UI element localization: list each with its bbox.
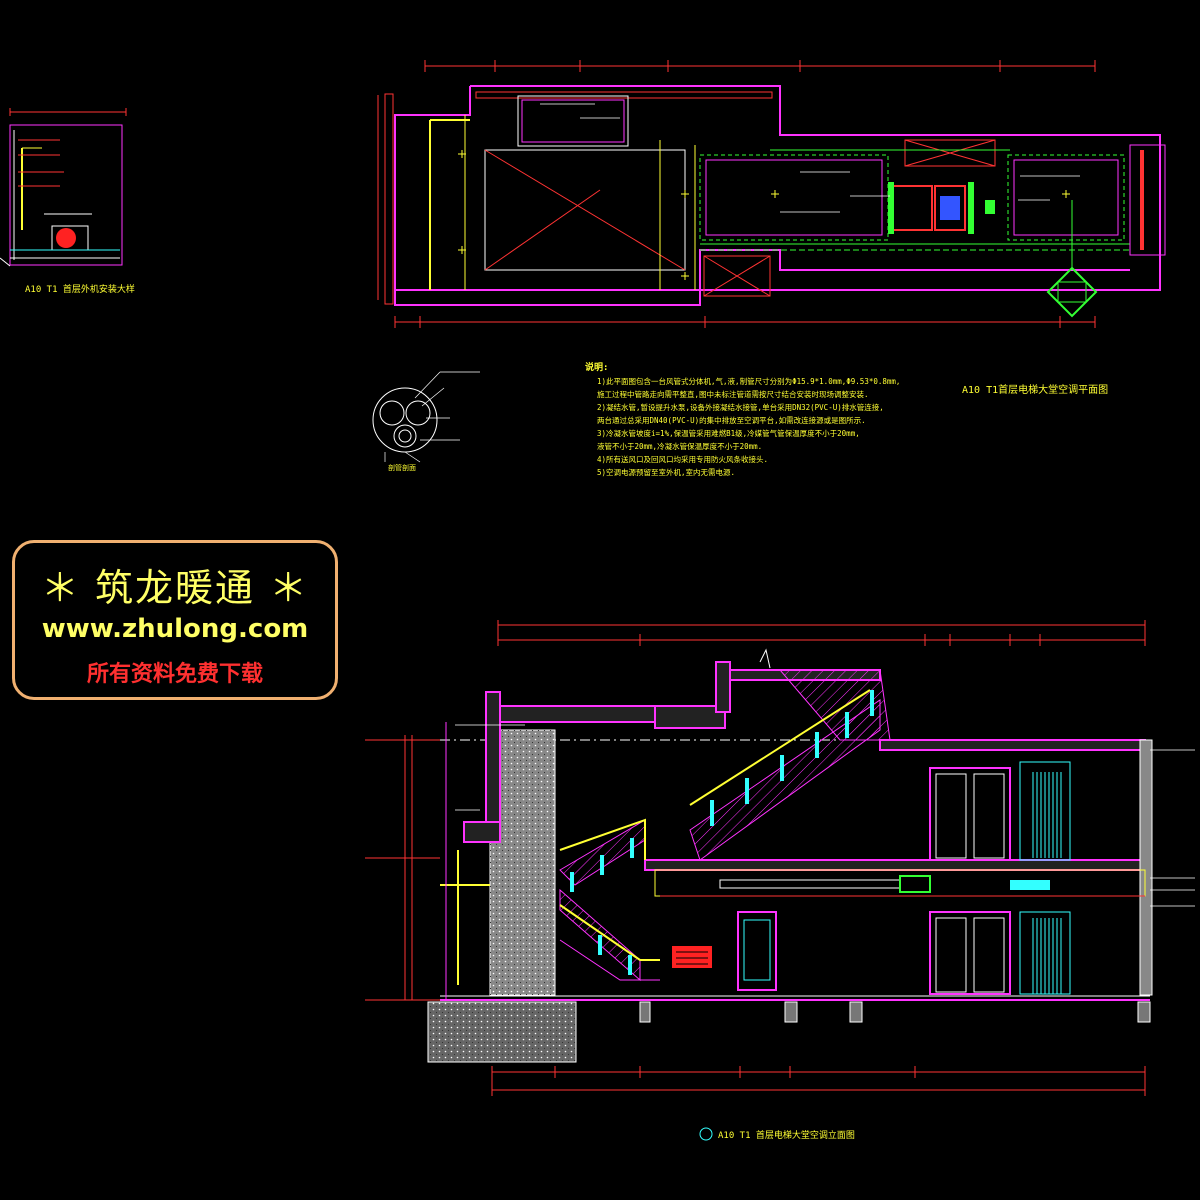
detail-caption: A10 T1 首层外机安装大样 xyxy=(25,283,135,295)
plan-caption: A10 T1首层电梯大堂空调平面图 xyxy=(962,383,1108,396)
note-line: 2)凝结水管,暂设提升水泵,设备外接凝结水接管,单台采用DN32(PVC-U)排… xyxy=(597,402,884,412)
notes-block: 说明: 1)此平面图包含一台风管式分体机,气,液,制管尺寸分别为Φ15.9*1.… xyxy=(585,361,900,477)
note-line: 液管不小于20mm,冷凝水管保温厚度不小于20mm. xyxy=(597,441,762,451)
elevation-caption: A10 T1 首层电梯大堂空调立面图 xyxy=(718,1129,855,1141)
note-line: 1)此平面图包含一台风管式分体机,气,液,制管尺寸分别为Φ15.9*1.0mm,… xyxy=(597,376,900,386)
notes-title: 说明: xyxy=(585,361,608,373)
outdoor-unit-detail xyxy=(0,108,127,267)
lobby-plan xyxy=(377,60,1166,328)
note-line: 3)冷凝水管坡度i=1%,保温管采用难燃B1级,冷媒管气管保温厚度不小于20mm… xyxy=(597,428,860,438)
lobby-elevation xyxy=(365,620,1195,1141)
watermark-box: ＊ 筑龙暖通 ＊ www.zhulong.com 所有资料免费下载 xyxy=(12,540,338,700)
watermark-url[interactable]: www.zhulong.com xyxy=(41,614,309,644)
note-line: 两台通过总采用DN40(PVC-U)的集中排放至空调平台,如需改连接源或是图所示… xyxy=(597,415,866,425)
watermark-title: ＊ 筑龙暖通 ＊ xyxy=(40,566,310,610)
note-line: 5)空调电源预留至室外机,室内无需电源. xyxy=(597,467,735,477)
note-line: 施工过程中管路走向需平整直,图中未标注管道需按尺寸结合安装时现场调整安装. xyxy=(597,389,869,399)
watermark-subtitle: 所有资料免费下载 xyxy=(86,661,263,687)
pipe-section xyxy=(372,371,480,463)
pipe-section-caption: 剖管剖面 xyxy=(388,463,416,472)
note-line: 4)所有送风口及回风口均采用专用防火风条收接头. xyxy=(597,454,768,464)
